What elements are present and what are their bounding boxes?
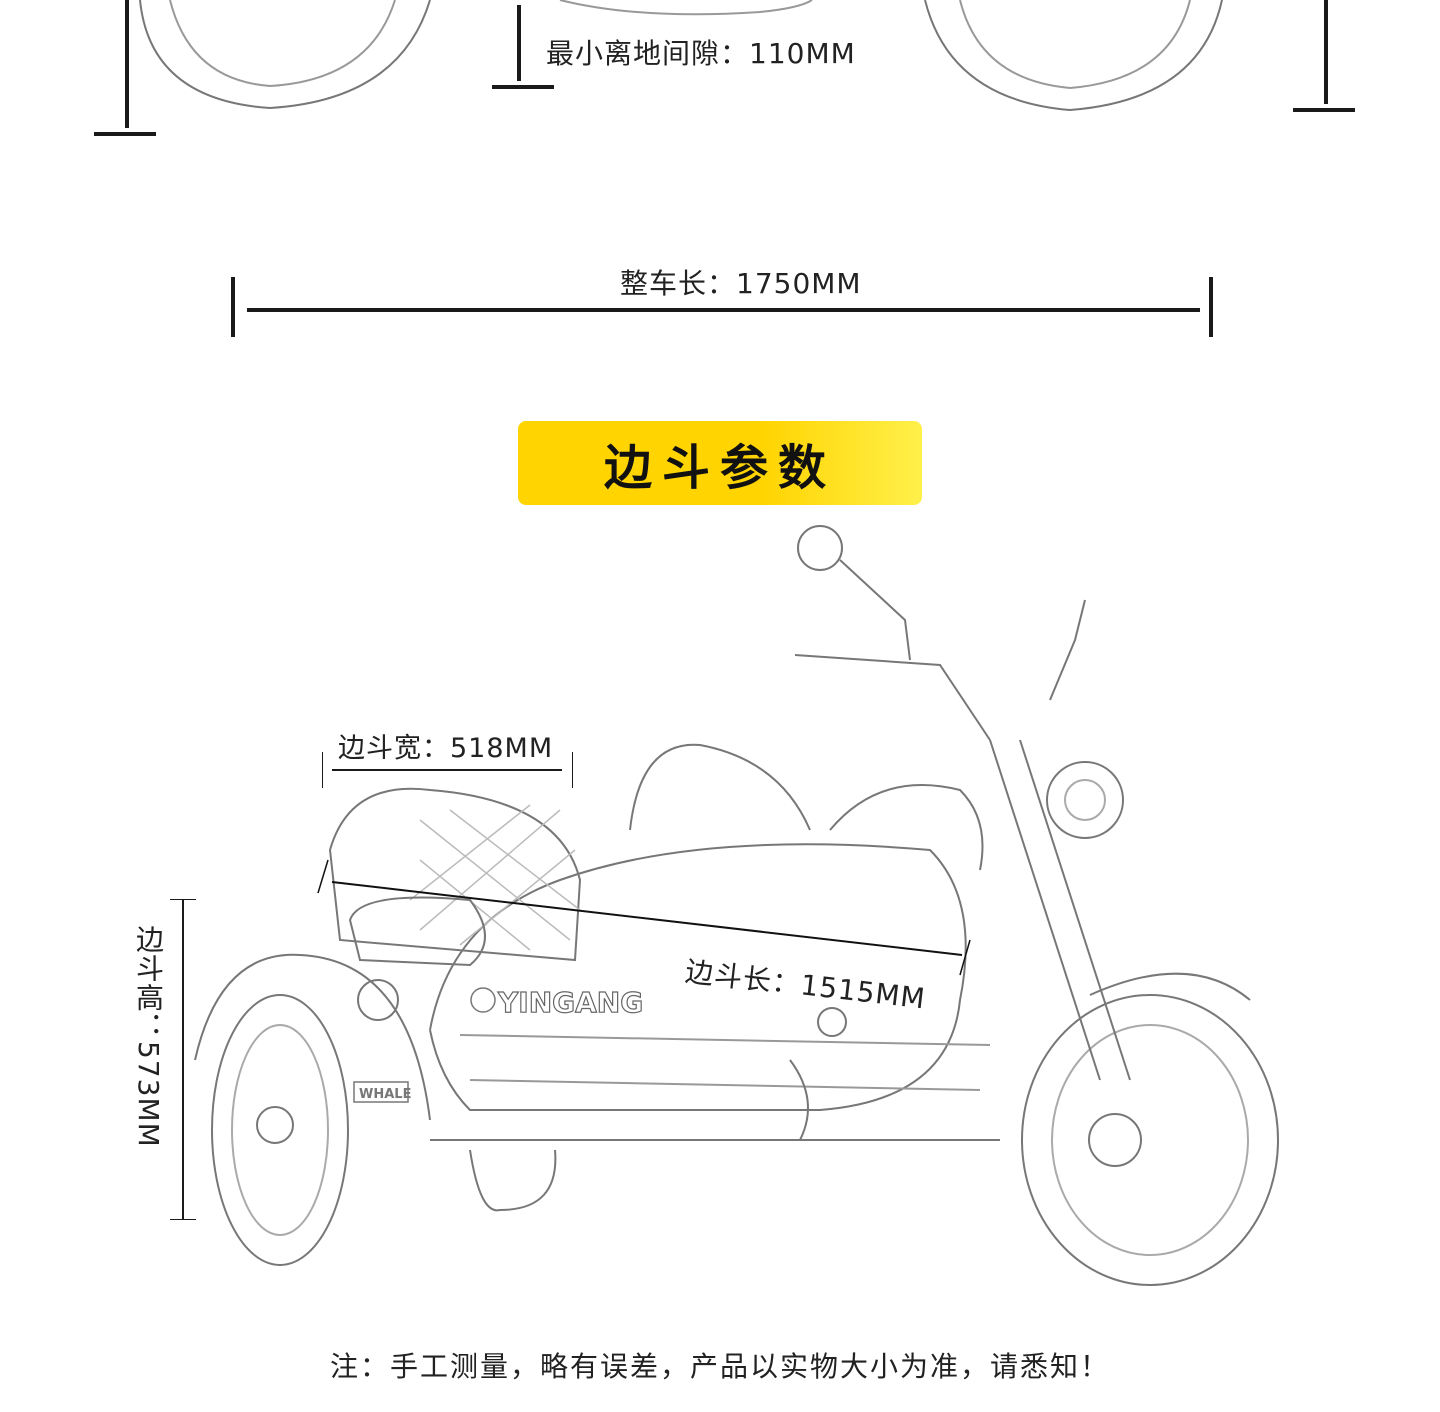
- sidecar-width-right-tick: [572, 752, 573, 788]
- sidecar-height-top-tick: [170, 899, 196, 900]
- sidecar-length-line: [331, 881, 963, 956]
- seat-back: [328, 787, 582, 962]
- top-right-wheel: [924, 0, 1223, 112]
- sidecar-wheel: [211, 994, 349, 1266]
- clearance-vertical-marker: [517, 5, 521, 81]
- sidecar-height-bottom-tick: [170, 1219, 196, 1220]
- top-left-wheel: [139, 0, 431, 110]
- sidecar-params-banner: 边斗参数: [518, 421, 922, 505]
- left-base-marker: [94, 132, 156, 136]
- sidecar-width-left-tick: [322, 752, 323, 788]
- measurement-note: 注：手工测量，略有误差，产品以实物大小为准，请悉知！: [329, 1350, 1110, 1383]
- front-wheel: [1021, 994, 1279, 1286]
- right-base-marker: [1293, 108, 1355, 112]
- banner-title: 边斗参数: [603, 440, 836, 496]
- sidecar-width-label: 边斗宽：518MM: [338, 733, 554, 764]
- mirror: [797, 525, 843, 571]
- clearance-base-marker: [492, 85, 554, 89]
- overall-length-label: 整车长：1750MM: [620, 267, 862, 300]
- overall-length-right-tick: [1209, 277, 1213, 337]
- sidecar-height-label: 边斗高：573MM: [132, 925, 165, 1148]
- sidecar-body: [429, 843, 967, 1111]
- overall-length-left-tick: [231, 277, 235, 337]
- windscreen: [629, 743, 811, 831]
- overall-length-line: [247, 308, 1200, 312]
- headlight: [1046, 761, 1124, 839]
- min-ground-clearance-label: 最小离地间隙：110MM: [546, 37, 856, 70]
- brand-text: YINGANG: [497, 986, 643, 1019]
- left-vertical-marker: [125, 0, 129, 128]
- sidecar-width-line: [332, 769, 562, 771]
- right-vertical-marker: [1324, 0, 1328, 104]
- model-badge: WHALE: [359, 1087, 411, 1102]
- sidecar-height-line: [182, 900, 184, 1220]
